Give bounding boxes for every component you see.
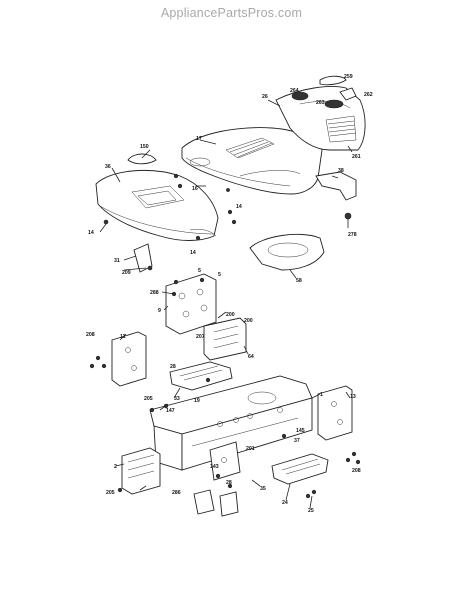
callout-200-b: 200: [244, 318, 253, 324]
emblem-part: [319, 75, 347, 86]
callout-264: 264: [290, 88, 299, 94]
right-footrest-part: [271, 453, 329, 485]
left-footrest-part: [169, 361, 233, 391]
pan-part: [249, 233, 325, 271]
callout-1: 1: [320, 392, 323, 398]
callout-207: 207: [196, 334, 205, 340]
callout-14-b: 14: [190, 250, 196, 256]
callout-263: 263: [316, 100, 325, 106]
callout-208-b: 208: [352, 468, 361, 474]
callout-33: 33: [174, 396, 180, 402]
clip-part: [193, 489, 215, 515]
callout-labels: 150 36 17 26 259 264 262 263 261 38 278 …: [86, 74, 373, 514]
bracket-part: [315, 171, 357, 220]
callout-9: 9: [158, 308, 161, 314]
callout-37: 37: [294, 438, 300, 444]
callout-11: 11: [120, 334, 126, 340]
callout-259: 259: [344, 74, 353, 80]
site-watermark: AppliancePartsPros.com: [160, 6, 303, 20]
callout-262: 262: [364, 92, 373, 98]
callout-2: 2: [114, 464, 117, 470]
hardware-fasteners: [89, 173, 361, 499]
callout-145: 145: [296, 428, 305, 434]
dash-panel-part: [95, 170, 219, 241]
callout-278: 278: [348, 232, 357, 238]
callout-147: 147: [166, 408, 175, 414]
plate-part: [165, 273, 217, 335]
callout-261: 261: [352, 154, 361, 160]
hitch-bracket-part: [209, 441, 241, 481]
left-side-panel-part: [111, 331, 147, 387]
cap-part: [127, 153, 157, 165]
callout-31: 31: [114, 258, 120, 264]
clip-part-2: [219, 491, 239, 517]
callout-14-a: 14: [88, 230, 94, 236]
callout-26: 26: [262, 94, 268, 100]
callout-5-b: 5: [218, 272, 221, 278]
callout-25: 25: [308, 508, 314, 514]
callout-58: 58: [296, 278, 302, 284]
grille-part: [275, 86, 366, 151]
callout-24: 24: [282, 500, 288, 506]
callout-201: 201: [246, 446, 255, 452]
console-bracket-part: [203, 317, 247, 361]
callout-200-a: 200: [226, 312, 235, 318]
callout-35: 35: [260, 486, 266, 492]
callout-286: 286: [172, 490, 181, 496]
hood-part: [181, 127, 323, 195]
callout-208-a: 208: [86, 332, 95, 338]
callout-205-a: 205: [144, 396, 153, 402]
callout-17: 17: [196, 136, 202, 142]
callout-205-b: 205: [106, 490, 115, 496]
callout-19: 19: [194, 398, 200, 404]
callout-150: 150: [140, 144, 149, 150]
callout-64: 64: [248, 354, 254, 360]
callout-28: 28: [170, 364, 176, 370]
support-bracket-part: [133, 243, 153, 273]
callout-14-c: 14: [236, 204, 242, 210]
right-side-panel-part: [317, 385, 353, 441]
callout-288: 288: [150, 290, 159, 296]
bumper-plate-part: [121, 447, 161, 495]
leader-lines: [99, 99, 353, 509]
callout-13: 13: [350, 394, 356, 400]
callout-143: 143: [210, 464, 219, 470]
callout-38: 38: [338, 168, 344, 174]
callout-36: 36: [105, 164, 111, 170]
callout-5-a: 5: [198, 268, 201, 274]
callout-209: 209: [122, 270, 131, 276]
callout-16: 16: [192, 186, 198, 192]
callout-28-b: 28: [226, 480, 232, 486]
